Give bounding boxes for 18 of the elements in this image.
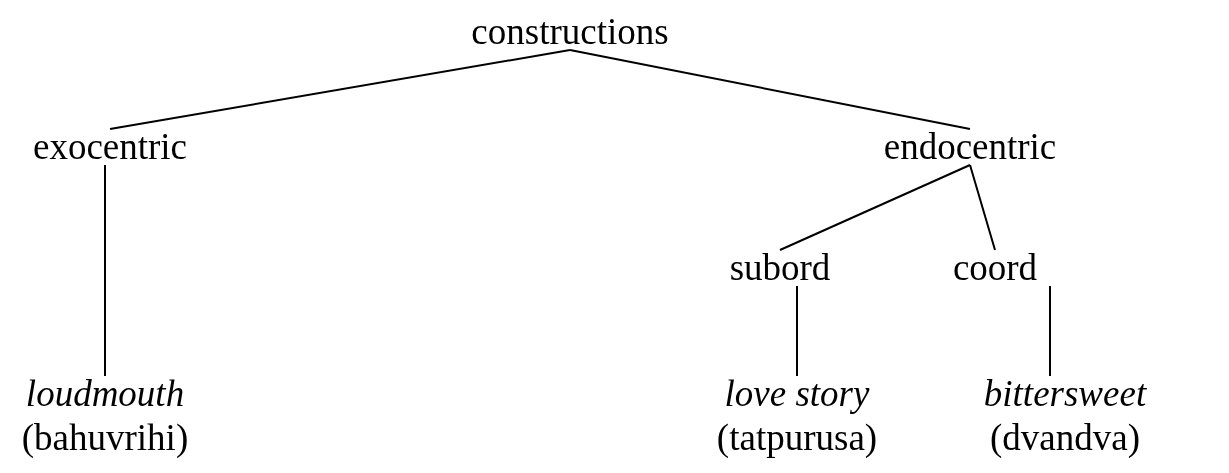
- compound-type: (bahuvrihi): [20, 416, 190, 461]
- category-name: exocentric: [31, 125, 189, 169]
- tree-branch-line: [1049, 285, 1051, 377]
- category-name: subord: [728, 246, 832, 290]
- tree-branch-line: [779, 164, 971, 251]
- compound-type: (tatpurusa): [715, 416, 879, 461]
- category-name: coord: [951, 246, 1039, 290]
- example-word: loudmouth: [24, 372, 186, 416]
- compound-type: (dvandva): [989, 416, 1141, 461]
- tree-branch-line: [569, 49, 971, 130]
- tree-branch-line: [969, 164, 996, 251]
- tree-branch-line: [109, 49, 571, 130]
- category-name: endocentric: [882, 125, 1058, 169]
- example-word: bittersweet: [982, 372, 1148, 416]
- tree-branch-line: [796, 285, 798, 377]
- tree-branch-line: [104, 164, 106, 377]
- example-word: love story: [723, 372, 871, 416]
- category-name: constructions: [470, 10, 670, 54]
